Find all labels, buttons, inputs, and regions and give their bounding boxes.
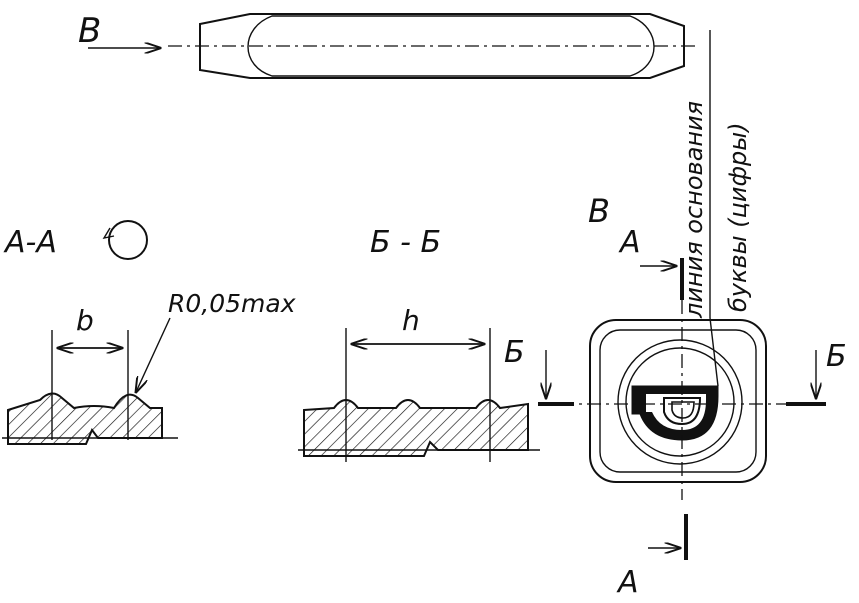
stamp-side-view: В <box>78 11 700 79</box>
baseline-note-line2: буквы (цифры) <box>724 122 752 312</box>
stamp-face-inner-square <box>599 329 757 473</box>
section-aa-rotation-symbol <box>108 220 148 260</box>
profile-bb-hatched <box>303 399 529 457</box>
stamp-inner-outline <box>247 15 655 77</box>
cut-b-left-label: Б <box>504 335 525 370</box>
section-bb: Б - Б h <box>298 225 540 462</box>
cut-b-right-label: Б <box>826 339 847 374</box>
stamp-face-circle-outer <box>617 339 743 465</box>
cut-a-bottom-label: А <box>616 565 639 598</box>
section-aa-title: А-А <box>3 225 57 260</box>
dim-b-label: b <box>76 304 94 337</box>
cut-a-top-label: А <box>618 225 641 260</box>
stamp-face-circle-inner <box>625 347 735 457</box>
stamp-body-outline <box>199 13 685 79</box>
rotation-arrowhead <box>102 227 115 239</box>
dim-h-label: h <box>402 304 420 337</box>
section-aa: А-А b R0,05max <box>2 220 296 445</box>
baseline-note-pointer <box>709 317 719 387</box>
baseline-note-line1: линия основания <box>680 101 708 319</box>
profile-aa-hatched <box>7 392 163 445</box>
letter-d-glyph <box>631 385 719 441</box>
view-b-face: В А Б Б А линия основания буквы (цифры) <box>504 30 847 600</box>
stamp-face-square <box>589 319 767 483</box>
radius-leader <box>136 317 171 392</box>
section-bb-title: Б - Б <box>370 225 441 260</box>
radius-label: R0,05max <box>168 289 296 318</box>
view-b-ref-label: В <box>588 192 610 230</box>
view-b-label: В <box>78 11 101 51</box>
